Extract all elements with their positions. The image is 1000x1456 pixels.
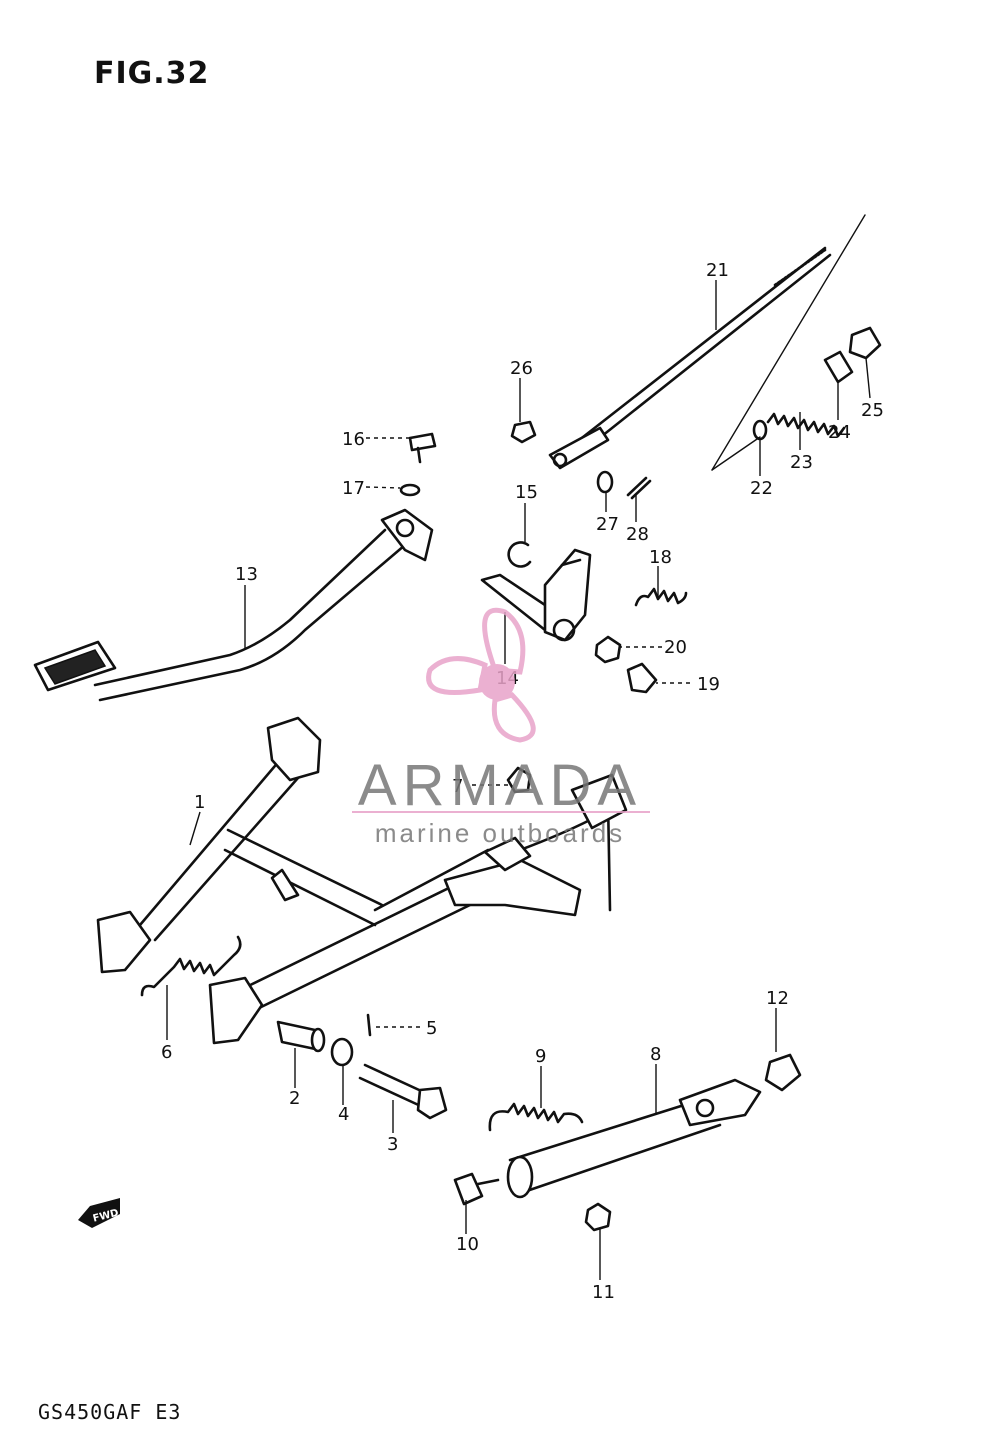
part-23-spring[interactable]: [766, 412, 846, 438]
forward-arrow-badge: FWD: [78, 1198, 120, 1228]
callout-16: 16: [342, 429, 365, 450]
callout-20: 20: [664, 637, 687, 658]
part-5-pin[interactable]: [366, 1013, 372, 1037]
part-6-spring[interactable]: [140, 935, 242, 997]
callout-15: 15: [515, 482, 538, 503]
callout-1: 1: [194, 792, 205, 813]
part-10-bolt[interactable]: [453, 1172, 500, 1206]
part-4-washer[interactable]: [330, 1037, 354, 1067]
callout-19: 19: [697, 674, 720, 695]
part-28-cotter-pin[interactable]: [626, 476, 652, 500]
callout-13: 13: [235, 564, 258, 585]
part-21-brake-rod[interactable]: [548, 246, 832, 470]
assembly-outline: [711, 214, 866, 471]
leader-lines: [166, 280, 871, 1280]
part-1-center-stand[interactable]: [96, 716, 628, 1045]
part-2-bushing[interactable]: [276, 1020, 326, 1053]
part-22-washer[interactable]: [752, 419, 768, 441]
part-8-side-stand[interactable]: [506, 1078, 762, 1199]
callout-3: 3: [387, 1134, 398, 1155]
callout-22: 22: [750, 478, 773, 499]
callout-26: 26: [510, 358, 533, 379]
part-26-nut[interactable]: [510, 420, 537, 444]
callout-24: 24: [828, 422, 851, 443]
part-9-spring[interactable]: [488, 1102, 584, 1132]
part-15-circlip[interactable]: [507, 541, 532, 568]
callout-10: 10: [456, 1234, 479, 1255]
callout-27: 27: [596, 514, 619, 535]
figure-title: FIG.32: [94, 56, 210, 91]
propeller-logo-icon: [426, 607, 536, 743]
callout-28: 28: [626, 524, 649, 545]
watermark-brand: ARMADA: [358, 753, 642, 818]
callout-23: 23: [790, 452, 813, 473]
callout-4: 4: [338, 1104, 349, 1125]
part-17-washer[interactable]: [399, 483, 421, 497]
callout-6: 6: [161, 1042, 172, 1063]
callout-2: 2: [289, 1088, 300, 1109]
callout-25: 25: [861, 400, 884, 421]
part-3-bolt[interactable]: [358, 1063, 448, 1120]
callout-12: 12: [766, 988, 789, 1009]
part-12-rubber[interactable]: [764, 1053, 802, 1092]
callout-labels: 1 2 3 4 5 6 7 8 9 10 11 12 13 14 15 16 1…: [161, 260, 884, 1303]
part-27-washer[interactable]: [596, 470, 614, 494]
part-24-pin[interactable]: [823, 350, 854, 384]
callout-5: 5: [426, 1018, 437, 1039]
callout-18: 18: [649, 547, 672, 568]
model-code: GS450GAF E3: [38, 1400, 182, 1424]
part-18-spring[interactable]: [634, 587, 688, 607]
callout-17: 17: [342, 478, 365, 499]
watermark-tagline: marine outboards: [375, 818, 625, 848]
part-7-nut[interactable]: [506, 766, 532, 794]
callout-21: 21: [706, 260, 729, 281]
watermark: ARMADA marine outboards: [352, 607, 650, 848]
part-16-bolt[interactable]: [408, 432, 437, 464]
callout-9: 9: [535, 1046, 546, 1067]
callout-11: 11: [592, 1282, 615, 1303]
part-13-brake-pedal[interactable]: [33, 508, 434, 702]
callout-7: 7: [452, 776, 463, 797]
callout-8: 8: [650, 1044, 661, 1065]
part-14-shaft-arm[interactable]: [480, 548, 592, 642]
part-25-adjust-nut[interactable]: [848, 326, 882, 360]
part-20-nut[interactable]: [594, 635, 622, 664]
part-19-bolt[interactable]: [626, 662, 658, 694]
part-11-nut[interactable]: [584, 1202, 612, 1232]
